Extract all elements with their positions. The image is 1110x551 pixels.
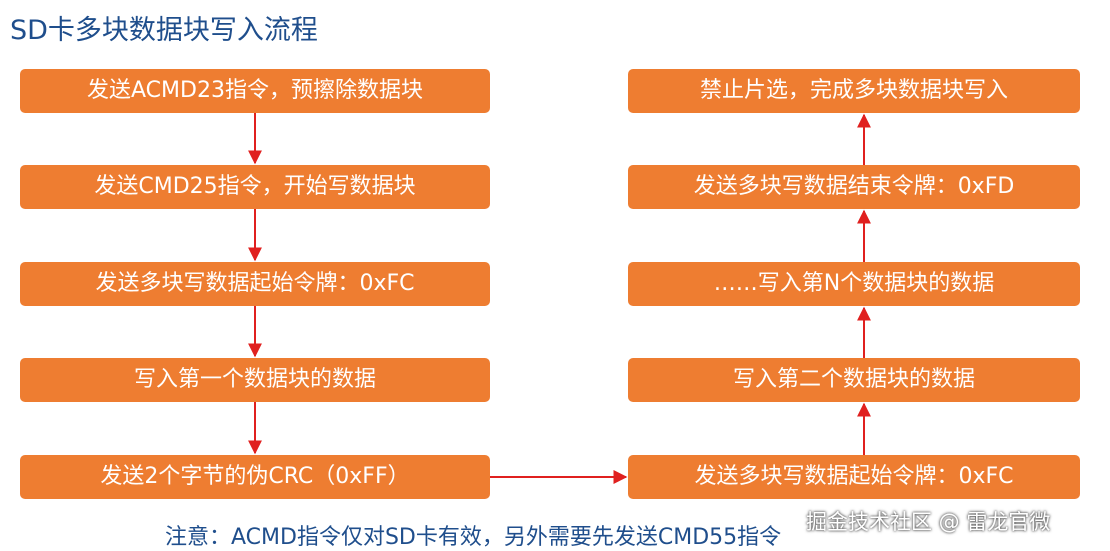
step-send-cmd25: 发送CMD25指令，开始写数据块 [20,165,490,209]
step-write-second-block: 写入第二个数据块的数据 [628,358,1080,402]
step-start-token-2: 发送多块写数据起始令牌：0xFC [628,455,1080,499]
footnote: 注意：ACMD指令仅对SD卡有效，另外需要先发送CMD55指令 [165,525,782,550]
step-write-first-block: 写入第一个数据块的数据 [20,358,490,402]
watermark: 掘金技术社区 @ 雷龙官微 [806,510,1051,534]
step-send-dummy-crc: 发送2个字节的伪CRC（0xFF） [20,455,490,499]
step-write-nth-block: ……写入第N个数据块的数据 [628,262,1080,306]
step-stop-token: 发送多块写数据结束令牌：0xFD [628,165,1080,209]
step-send-acmd23: 发送ACMD23指令，预擦除数据块 [20,69,490,113]
diagram-title: SD卡多块数据块写入流程 [10,15,318,46]
step-start-token-1: 发送多块写数据起始令牌：0xFC [20,262,490,306]
step-deselect-finish: 禁止片选，完成多块数据块写入 [628,69,1080,113]
